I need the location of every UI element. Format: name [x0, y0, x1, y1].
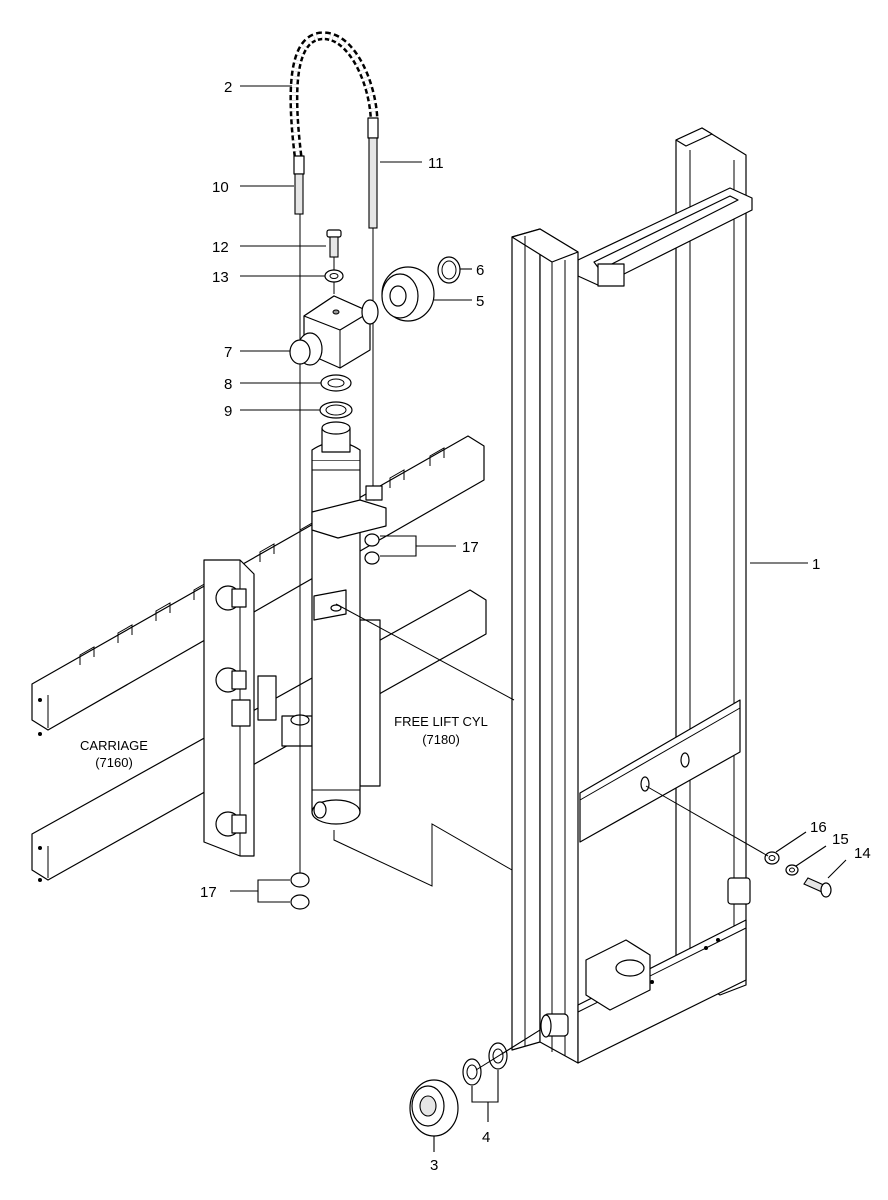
packing-9	[319, 401, 353, 419]
callout-1: 1	[812, 556, 820, 573]
free-lift-cylinder	[311, 421, 387, 825]
cylinder-caption: FREE LIFT CYL	[394, 714, 488, 729]
washer-13	[324, 269, 344, 283]
carriage-reference: (7160)	[95, 755, 133, 770]
washer-16	[764, 851, 780, 865]
callout-16: 16	[810, 819, 827, 836]
washer-8	[320, 374, 352, 392]
bolt-14	[803, 877, 832, 898]
callout-11: 11	[428, 155, 444, 172]
callout-7: 7	[224, 344, 232, 361]
chain-anchor-bolt-right	[367, 117, 379, 486]
bolt-12	[326, 229, 342, 294]
carriage-caption: CARRIAGE	[80, 738, 148, 753]
callout-2: 2	[224, 79, 232, 96]
callout-8: 8	[224, 376, 232, 393]
callout-17-upper: 17	[462, 539, 479, 556]
sheave-5	[381, 266, 435, 322]
callout-17-lower: 17	[200, 884, 217, 901]
callout-10: 10	[212, 179, 229, 196]
callout-9: 9	[224, 403, 232, 420]
nuts-17-lower	[290, 872, 310, 910]
callout-12: 12	[212, 239, 229, 256]
cylinder-reference: (7180)	[422, 732, 460, 747]
captions: CARRIAGE (7160) FREE LIFT CYL (7180)	[80, 714, 488, 770]
chain	[289, 31, 379, 157]
washer-15	[785, 864, 799, 876]
callout-14: 14	[854, 845, 871, 862]
mast-rail-assembly	[511, 127, 753, 1064]
shims-4	[462, 1042, 508, 1086]
sheave-bracket	[289, 295, 379, 369]
callout-6: 6	[476, 262, 484, 279]
callout-15: 15	[832, 831, 849, 848]
callout-5: 5	[476, 293, 484, 310]
bearing-3	[409, 1079, 459, 1137]
callout-4: 4	[482, 1129, 490, 1146]
alignment-lines	[333, 603, 769, 1071]
callout-13: 13	[212, 269, 229, 286]
snap-ring-6	[437, 256, 461, 284]
chain-anchor-bolt-left	[293, 155, 305, 874]
carriage	[31, 435, 487, 882]
callout-3: 3	[430, 1157, 438, 1174]
callout-labels: 1 2 3 4 5 6 7 8 9 10 11 12 13 14 15 16 1…	[200, 79, 871, 1174]
nuts-17-upper	[364, 533, 380, 565]
leader-lines	[230, 85, 847, 1152]
